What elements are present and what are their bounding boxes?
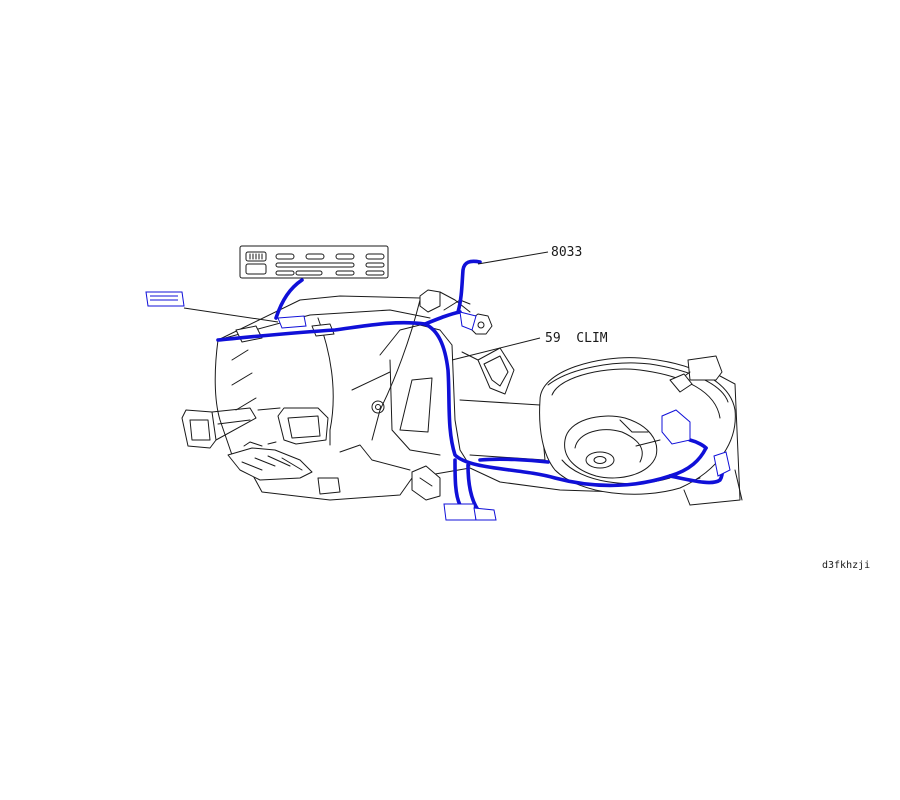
harness-branch-8033 [456,259,482,314]
connector-motor-top [661,409,691,445]
connector-top-center [459,311,477,331]
connector-motor-right [713,451,731,477]
connector-bottom-right [473,507,497,521]
harness-branch-top-connector [423,310,462,326]
leader-59-clim [451,337,541,361]
connector-panel [277,315,307,329]
climate-wiring-harness [145,259,731,521]
harness-trunk [216,320,708,488]
connector-bottom-left [443,503,477,521]
blower-motor [539,355,743,506]
harness-branch-panel [274,278,304,320]
harness-branch-lower [453,457,550,512]
leader-8033 [477,251,549,265]
callouts: 8033 59 CLIM d3fkhzji [183,245,870,571]
drawing-reference-code: d3fkhzji [822,560,870,571]
connector-left-remote [145,291,185,307]
label-8033: 8033 [551,245,582,260]
label-59-clim: 59 CLIM [545,331,608,346]
leader-left-connector [183,307,279,323]
climate-control-panel [239,245,389,279]
left-outlet-boxes [181,407,329,449]
harness-branch-motor-top [688,438,708,450]
